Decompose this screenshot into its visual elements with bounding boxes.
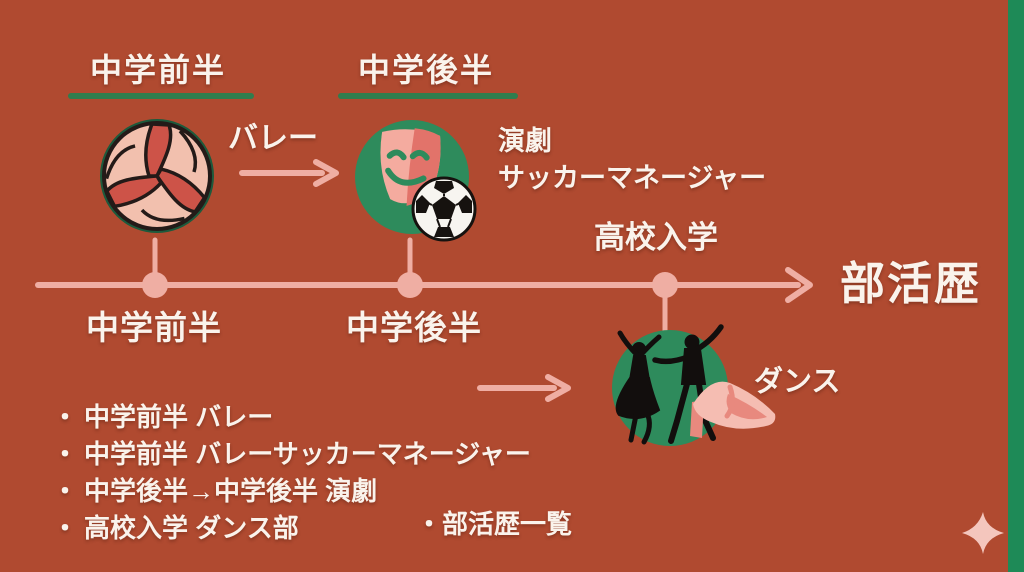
- axis-dot-3: [652, 272, 678, 298]
- summary-bullet-list: ・ 中学前半 バレー ・ 中学前半 バレーサッカーマネージャー ・ 中学後半→中…: [52, 397, 531, 545]
- axis-arrowhead-icon: [785, 267, 813, 303]
- milestone-label-2: 中学後半: [346, 309, 482, 346]
- theater-mask-icon: [355, 120, 477, 242]
- milestone-high-school-entry: 高校入学: [594, 220, 718, 255]
- header-middle-school-first-half: 中学前半: [90, 52, 227, 88]
- axis-dot-1: [142, 272, 168, 298]
- edge-strip: [1008, 0, 1024, 572]
- timeline-axis: [35, 237, 813, 339]
- legend-text: 部活歴一覧: [442, 509, 573, 539]
- list-item: ・ 高校入学 ダンス部: [52, 508, 531, 545]
- list-item-text: 高校入学 ダンス部: [84, 513, 299, 543]
- volleyball-icon: [100, 119, 214, 233]
- soccer-ball-icon: [411, 176, 477, 242]
- list-item-text: 中学後半→中学後半 演劇: [84, 476, 378, 506]
- arrow-right-icon: [477, 374, 571, 402]
- list-item: ・ 中学前半 バレーサッカーマネージャー: [52, 434, 531, 471]
- arrow1-label: バレー: [228, 122, 318, 155]
- bullet-marker: ・: [52, 513, 79, 543]
- list-item: ・ 中学前半 バレー: [52, 397, 531, 434]
- legend-item: ・部活歴一覧: [416, 509, 573, 540]
- high-heel-shoe-icon: [690, 381, 776, 438]
- list-item-text: 中学前半 バレー: [84, 402, 274, 432]
- stage2-label-drama: 演劇: [498, 126, 552, 156]
- arrow-right-icon: [239, 159, 339, 187]
- header-middle-school-second-half: 中学後半: [358, 52, 495, 88]
- bullet-marker: ・: [52, 402, 79, 432]
- header-underline-left: [68, 93, 254, 99]
- list-item-text: 中学前半 バレーサッカーマネージャー: [84, 439, 531, 469]
- sparkle-icon: [962, 512, 1004, 554]
- axis-title: 部活歴: [840, 258, 982, 309]
- bullet-marker: ・: [52, 476, 79, 506]
- stage3-label-dance: ダンス: [754, 366, 841, 398]
- bullet-marker: ・: [52, 439, 79, 469]
- list-item: ・ 中学後半→中学後半 演劇: [52, 471, 531, 508]
- milestone-label-1: 中学前半: [86, 309, 222, 346]
- header-underline-right: [338, 93, 518, 99]
- stage2-label-soccer-manager: サッカーマネージャー: [498, 163, 767, 193]
- axis-dot-2: [397, 272, 423, 298]
- bullet-marker: ・: [416, 509, 443, 539]
